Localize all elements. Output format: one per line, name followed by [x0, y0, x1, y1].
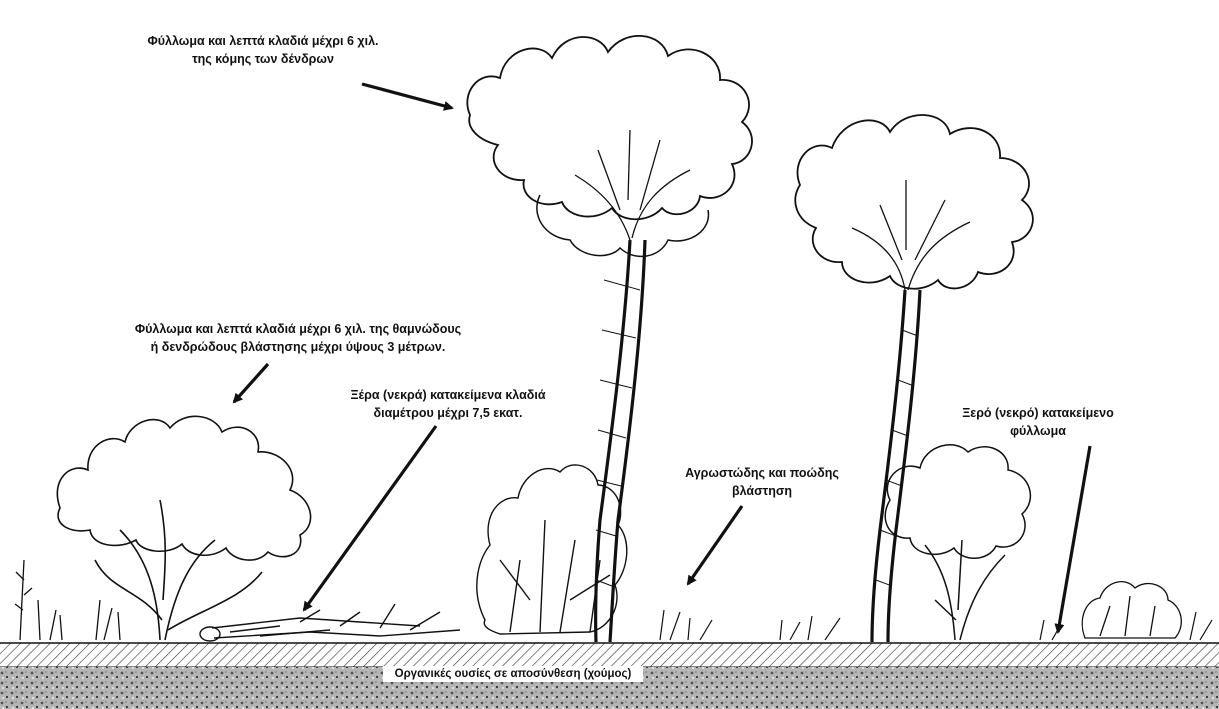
litter-layer	[0, 643, 1219, 667]
label-line: ή δενδρώδους βλάστησης μέχρι ύψους 3 μέτ…	[118, 338, 478, 356]
label-line: φύλλωμα	[948, 422, 1128, 440]
far-right-bush	[1082, 582, 1181, 638]
label-line: Φύλλωμα και λεπτά κλαδιά μέχρι 6 χιλ. τη…	[118, 320, 478, 338]
label-line: βλάστηση	[652, 482, 872, 500]
right-shrub	[885, 445, 1030, 640]
label-line: της κόμης των δένδρων	[128, 50, 398, 68]
label-herbaceous: Αγρωστώδης και ποώδης βλάστηση	[652, 464, 872, 500]
arrow-canopy	[362, 84, 452, 108]
label-canopy-foliage: Φύλλωμα και λεπτά κλαδιά μέχρι 6 χιλ. τη…	[128, 32, 398, 68]
label-shrub-foliage: Φύλλωμα και λεπτά κλαδιά μέχρι 6 χιλ. τη…	[118, 320, 478, 356]
label-line: Ξέρα (νεκρά) κατακείμενα κλαδιά	[318, 386, 578, 404]
label-line: Αγρωστώδης και ποώδης	[652, 464, 872, 482]
fallen-branches	[200, 604, 460, 641]
left-grass	[15, 560, 120, 640]
label-line: Ξερό (νεκρό) κατακείμενο	[948, 404, 1128, 422]
label-humus: Οργανικές ουσίες σε αποσύνθεση (χούμος)	[383, 666, 643, 682]
arrow-branches	[304, 426, 436, 610]
grass-clumps	[660, 610, 1212, 640]
label-line: διαμέτρου μέχρι 7,5 εκατ.	[318, 404, 578, 422]
arrow-herbaceous	[688, 506, 742, 584]
arrow-litter	[1058, 446, 1090, 632]
arrow-shrub	[234, 364, 268, 402]
left-shrub	[57, 416, 310, 640]
label-dead-litter: Ξερό (νεκρό) κατακείμενο φύλλωμα	[948, 404, 1128, 440]
label-dead-branches: Ξέρα (νεκρά) κατακείμενα κλαδιά διαμέτρο…	[318, 386, 578, 422]
label-line: Φύλλωμα και λεπτά κλαδιά μέχρι 6 χιλ.	[128, 32, 398, 50]
